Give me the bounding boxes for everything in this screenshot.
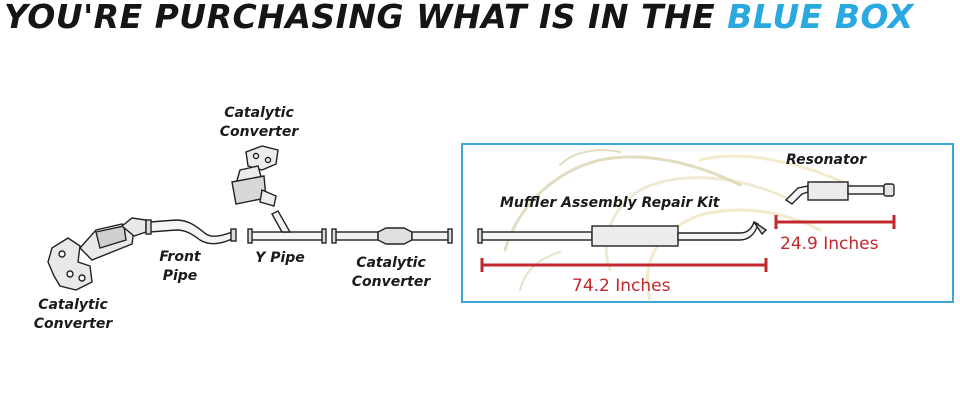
horse-watermark: [503, 149, 862, 302]
label-y-pipe: Y Pipe: [255, 250, 305, 266]
label-front-pipe: Front Pipe: [159, 249, 201, 284]
inline-catalytic-converter-drawing: [331, 227, 453, 245]
resonator-measure-line: [774, 215, 896, 229]
headline-prefix: YOU'RE PURCHASING WHAT IS IN THE: [4, 0, 728, 36]
muffler-assembly-drawing: [477, 221, 768, 247]
front-pipe-drawing: [145, 219, 237, 245]
label-upper-catalytic-converter: Catalytic Converter: [219, 105, 299, 140]
y-pipe-drawing: [247, 210, 327, 244]
label-resonator: Resonator: [786, 152, 867, 168]
label-muffler-assembly: Muffler Assembly Repair Kit: [500, 195, 720, 211]
muffler-length-label: 74.2 Inches: [572, 276, 671, 296]
headline: YOU'RE PURCHASING WHAT IS IN THE BLUE BO…: [4, 0, 956, 36]
resonator-drawing: [784, 181, 895, 205]
resonator-length-label: 24.9 Inches: [780, 234, 879, 254]
muffler-measure-line: [480, 258, 768, 272]
label-inline-catalytic-converter: Catalytic Converter: [351, 255, 431, 290]
manifold-catalytic-converter-drawing: [47, 217, 147, 291]
purchase-blue-box: [461, 143, 954, 303]
headline-highlight: BLUE BOX: [727, 0, 914, 36]
upper-catalytic-converter-drawing: [231, 145, 279, 207]
label-manifold-catalytic-converter: Catalytic Converter: [33, 297, 113, 332]
